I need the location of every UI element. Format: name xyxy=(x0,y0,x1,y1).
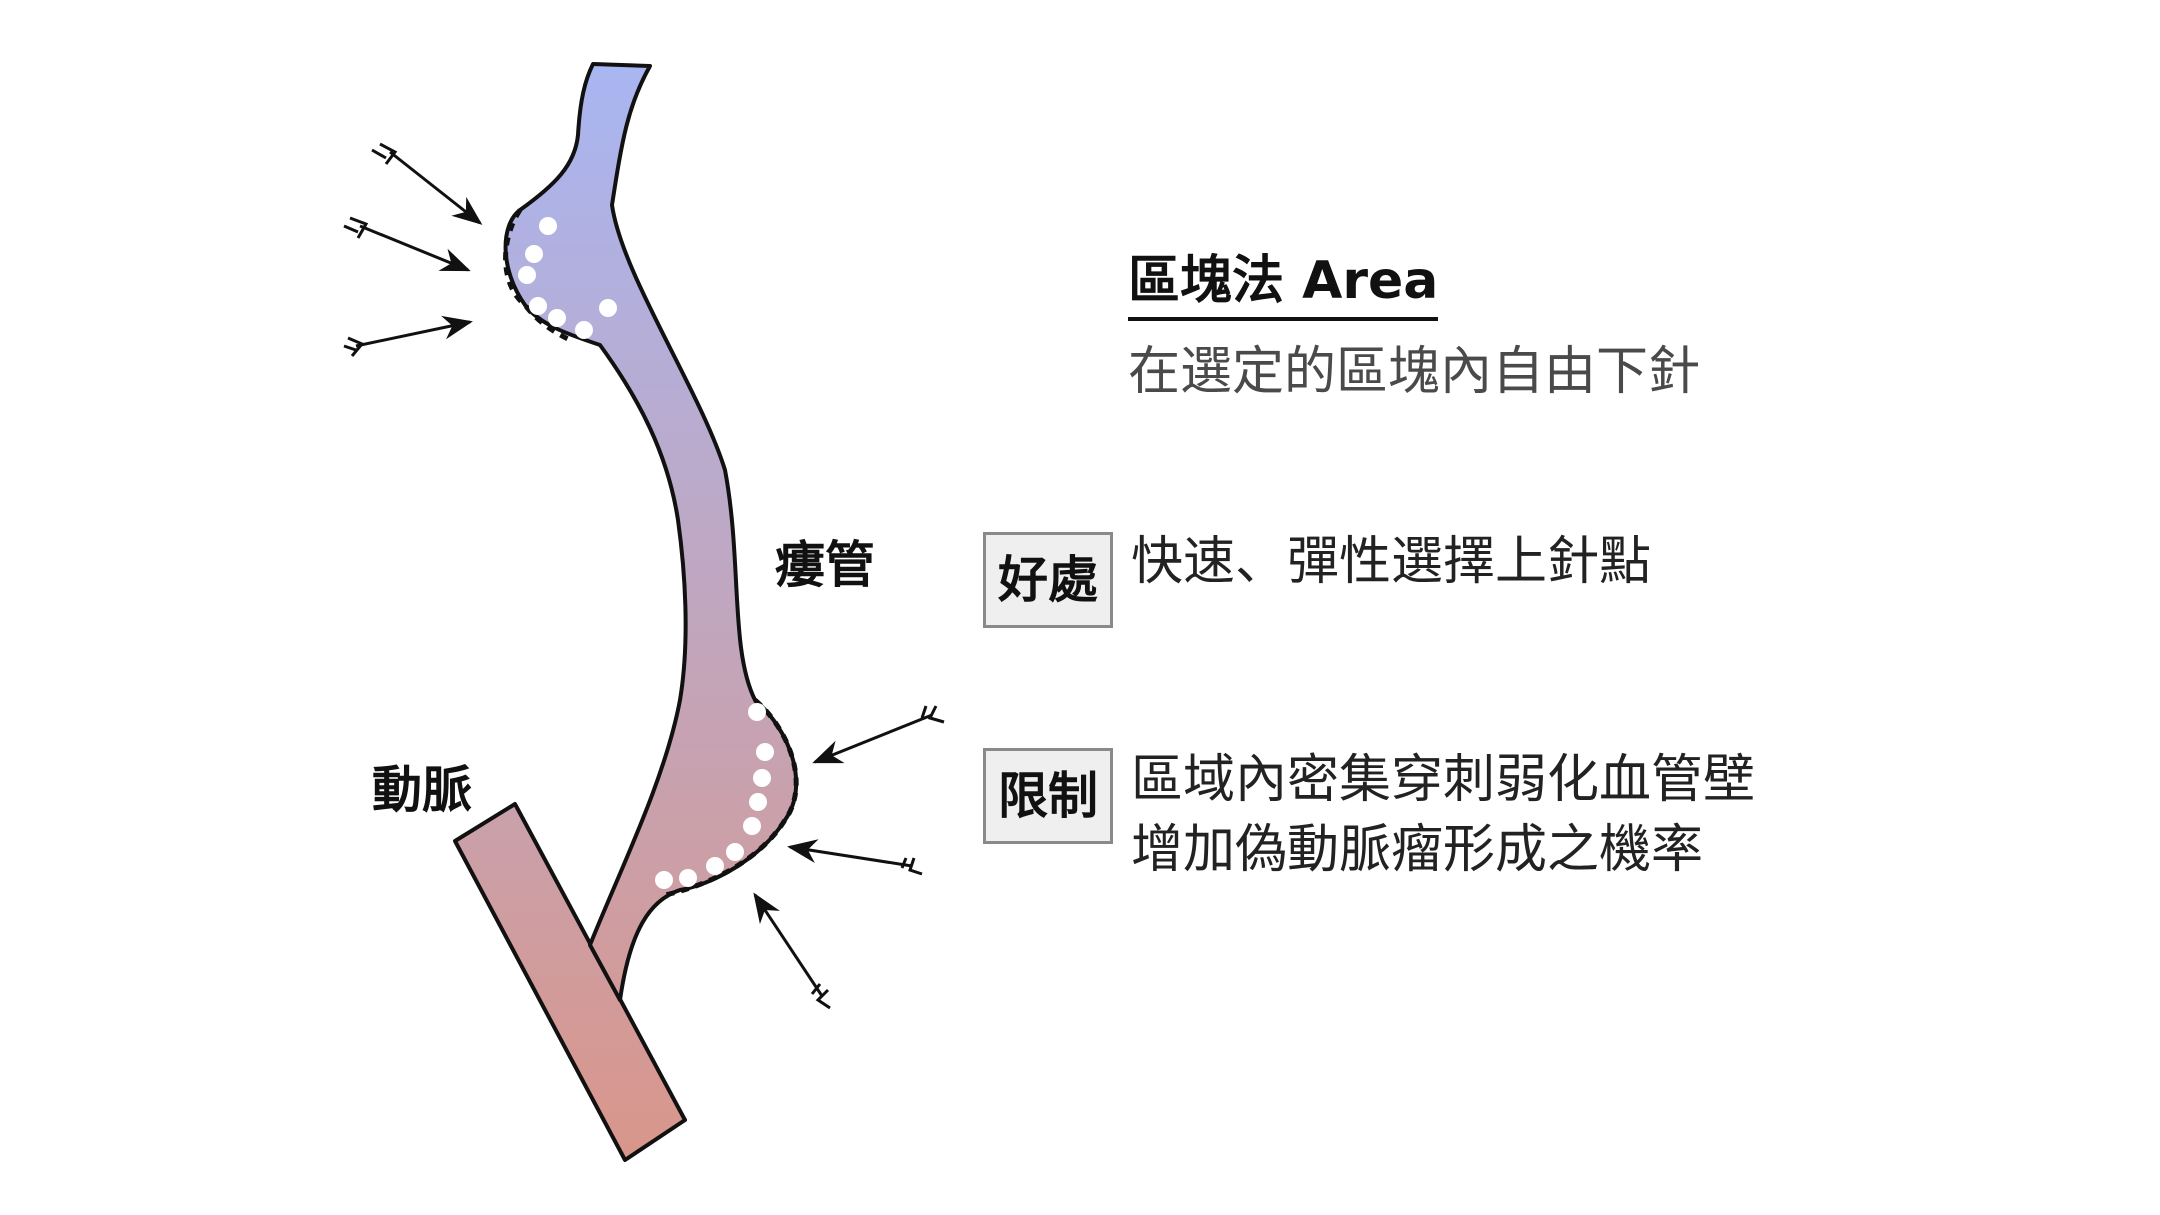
needle-arrow-4 xyxy=(812,713,933,764)
benefit-text: 快速、彈性選擇上針點 xyxy=(1131,532,1652,592)
benefit-tag: 好處 xyxy=(983,532,1113,628)
upper-needle-arrows xyxy=(343,142,483,357)
needle-arrow-3 xyxy=(355,315,473,348)
artery-vessel xyxy=(453,802,687,1162)
limitation-tag: 限制 xyxy=(983,748,1113,844)
needle-arrow-1 xyxy=(389,150,483,225)
fistula-label: 瘻管 xyxy=(775,536,875,594)
fistula-vessel xyxy=(503,62,799,1002)
benefit-row: 好處 快速、彈性選擇上針點 xyxy=(983,532,1651,628)
artery-label: 動脈 xyxy=(372,761,472,819)
method-title: 區塊法 Area xyxy=(1128,238,1439,321)
limitation-text-line-2: 增加偽動脈瘤形成之機率 xyxy=(1131,820,1704,880)
method-subtitle: 在選定的區塊內自由下針 xyxy=(1128,342,1701,402)
lower-needle-arrows xyxy=(753,705,945,1010)
lower-puncture-dots xyxy=(655,703,774,916)
needle-arrow-2 xyxy=(359,224,471,272)
limitation-row: 限制 區域內密集穿刺弱化血管壁 增加偽動脈瘤形成之機率 xyxy=(983,748,1755,888)
limitation-text-line-1: 區域內密集穿刺弱化血管壁 xyxy=(1131,750,1756,810)
limitation-text-block: 區域內密集穿刺弱化血管壁 增加偽動脈瘤形成之機率 xyxy=(1113,748,1755,888)
method-header: 區塊法 Area 在選定的區塊內自由下針 xyxy=(1128,238,1828,404)
needle-arrow-6 xyxy=(753,892,824,997)
needle-arrow-5 xyxy=(787,839,913,868)
upper-puncture-dots xyxy=(518,217,617,339)
